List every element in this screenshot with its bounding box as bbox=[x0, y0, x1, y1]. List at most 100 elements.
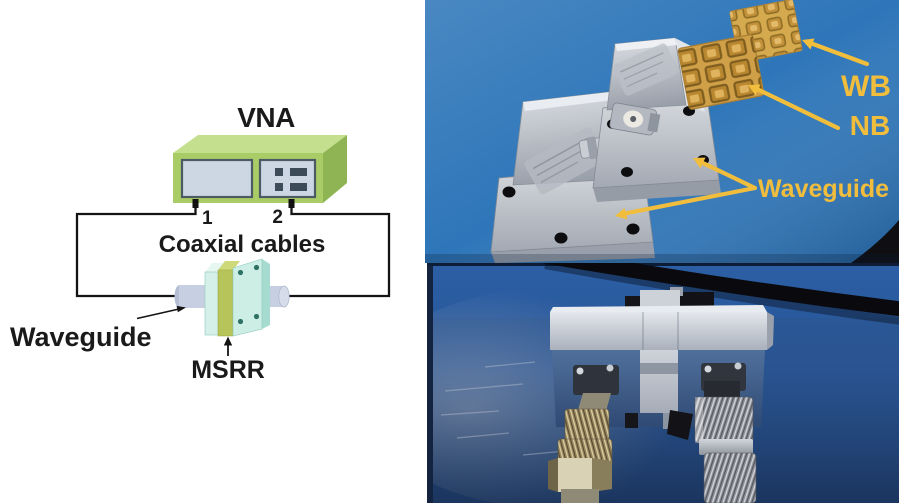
hex-facet bbox=[548, 458, 558, 492]
nb-arrow bbox=[748, 84, 841, 131]
waveguide-diagram-label: Waveguide bbox=[10, 322, 152, 352]
arrow-line bbox=[810, 41, 870, 67]
schematic-diagram: VNA 1 2 Coaxial cables bbox=[10, 102, 391, 384]
knurled-ring bbox=[694, 396, 754, 444]
photo-top-bottom-shadow bbox=[425, 254, 899, 263]
flange-hole bbox=[502, 186, 516, 198]
photo-bottom-left-edge bbox=[427, 263, 433, 503]
black-cable bbox=[541, 263, 899, 317]
hex-facet bbox=[558, 458, 592, 492]
arrow-line bbox=[701, 161, 758, 191]
vna-button-panel bbox=[258, 158, 317, 199]
cable-shadow bbox=[544, 263, 899, 325]
bracket-screw bbox=[606, 364, 614, 372]
flange-screw-holes bbox=[237, 264, 260, 325]
flange-hole bbox=[554, 232, 568, 244]
bar-top-bevel bbox=[550, 305, 767, 312]
vna-label: VNA bbox=[237, 102, 295, 133]
knurl-highlight bbox=[695, 397, 703, 443]
knurled-ring bbox=[703, 452, 757, 503]
vna-side-face bbox=[323, 135, 347, 203]
scratch bbox=[444, 383, 524, 392]
bar-right-end bbox=[767, 312, 774, 350]
nb-resonator-array bbox=[677, 34, 765, 110]
arrow-head bbox=[802, 38, 815, 50]
vna-button bbox=[275, 183, 283, 191]
coax-connector-left bbox=[548, 364, 619, 503]
flange-edge bbox=[491, 242, 655, 263]
nb-sample bbox=[677, 34, 765, 110]
vna-top-face bbox=[173, 135, 347, 153]
clamp-bottom-right bbox=[667, 410, 693, 440]
waveguide-pointer-arrow bbox=[136, 305, 186, 320]
flange-edge bbox=[593, 180, 721, 202]
waveguide-arrows bbox=[615, 157, 758, 220]
flange-hole bbox=[621, 167, 633, 177]
arrow-line bbox=[136, 308, 180, 320]
waveguide-block-top bbox=[205, 263, 225, 272]
arrow-line bbox=[756, 87, 841, 131]
bracket-screw bbox=[576, 367, 584, 375]
port-1-label: 1 bbox=[202, 208, 213, 229]
arrow-head bbox=[223, 336, 233, 346]
smooth-band bbox=[699, 439, 753, 455]
left-coax-adapter bbox=[179, 285, 208, 308]
vna-display-screen bbox=[180, 158, 254, 199]
flange-hole bbox=[626, 223, 640, 235]
msrr-sample-slab bbox=[217, 269, 234, 337]
arrow-head bbox=[615, 208, 628, 220]
port-2-label: 2 bbox=[272, 207, 283, 228]
body-top-highlight bbox=[615, 38, 677, 51]
screw-hole bbox=[237, 269, 244, 276]
port-2-connector bbox=[288, 199, 295, 208]
nb-label: NB bbox=[850, 110, 890, 141]
msrr-pointer-arrow bbox=[223, 336, 233, 356]
waveguide-msrr-assembly bbox=[174, 258, 290, 337]
body-top-highlight bbox=[523, 90, 629, 111]
scratch bbox=[484, 361, 536, 368]
waveguide-photo-label: Waveguide bbox=[758, 175, 889, 203]
coax-wire-left bbox=[75, 203, 197, 298]
etched-label-patch bbox=[613, 43, 678, 96]
waveguide-flange-side bbox=[262, 259, 270, 329]
knurled-ring bbox=[564, 408, 610, 442]
coax-cable-wires bbox=[75, 203, 391, 298]
vna-button bbox=[290, 168, 307, 176]
wb-label: WB bbox=[841, 70, 891, 103]
connector-bracket bbox=[573, 365, 619, 395]
hex-facet bbox=[592, 458, 612, 492]
cable-corner bbox=[851, 220, 899, 263]
arrow-head bbox=[693, 157, 706, 169]
coax-connector-right bbox=[694, 362, 757, 503]
arrow-head bbox=[176, 305, 186, 313]
vna-button bbox=[290, 183, 307, 191]
coaxial-cables-label: Coaxial cables bbox=[159, 231, 326, 258]
clamp-bottom-left bbox=[625, 413, 638, 428]
screw-hole bbox=[253, 264, 260, 271]
coax-wire-right bbox=[286, 203, 391, 298]
bracket-screw bbox=[704, 365, 712, 373]
bracket-screw bbox=[734, 362, 742, 370]
arrow-head bbox=[748, 84, 761, 96]
column-bottom bbox=[640, 350, 678, 413]
column-band bbox=[640, 363, 678, 374]
port-1-connector bbox=[192, 199, 199, 208]
vna-device bbox=[173, 135, 347, 208]
scratch bbox=[440, 410, 500, 416]
flange-plate bbox=[592, 96, 720, 189]
waveguide-flange-front bbox=[232, 258, 263, 337]
arrow-line bbox=[622, 185, 758, 216]
photo-annotations: WB NB Waveguide bbox=[615, 38, 891, 220]
connector-shaft bbox=[561, 489, 599, 503]
scratch bbox=[456, 432, 510, 439]
sma-connector bbox=[609, 102, 661, 136]
waveguide-block-left bbox=[204, 271, 219, 336]
msrr-label: MSRR bbox=[191, 356, 265, 384]
photo-waveguide-samples: WB NB Waveguide bbox=[425, 0, 899, 263]
screw-hole bbox=[237, 318, 244, 325]
surface-scratches bbox=[440, 361, 566, 456]
cross-bar bbox=[550, 312, 767, 350]
right-coax-adapter-cap bbox=[278, 285, 290, 308]
vna-button bbox=[275, 168, 283, 176]
